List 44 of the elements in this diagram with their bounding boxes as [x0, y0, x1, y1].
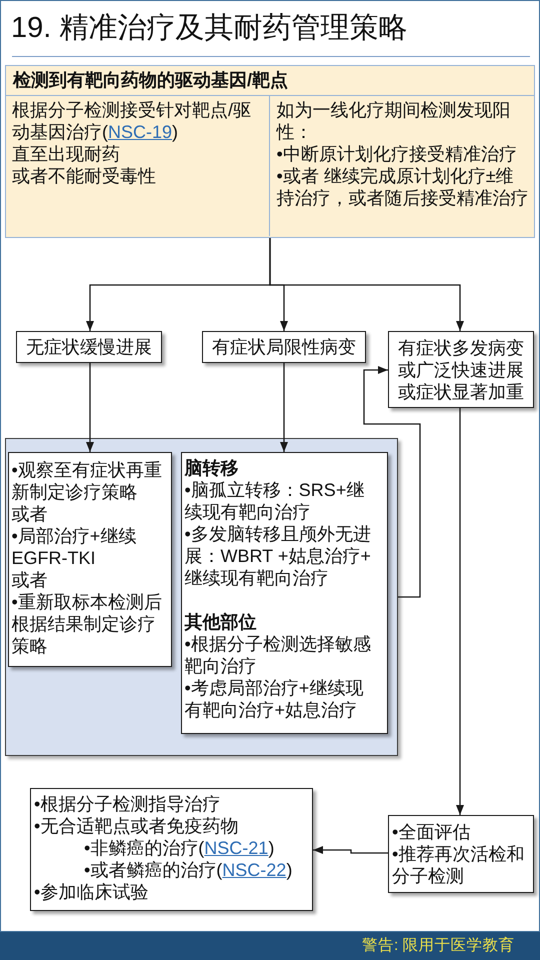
process-box: 有症状多发病变或广泛快速进展或症状显著加重	[388, 331, 534, 408]
body-text: 根据分子检测接受针对靶点/驱动基因治疗(NSC-19)	[12, 99, 252, 143]
arrow	[269, 238, 464, 331]
body-text: •观察至有症状再重新制定诊疗策略	[12, 458, 163, 502]
link: NSC-22	[222, 860, 286, 880]
body-text: •非鳞癌的治疗(NSC-21)	[83, 837, 276, 859]
body-text: 或者不能耐受毒性	[12, 165, 157, 187]
arrow	[313, 846, 388, 854]
link: NSC-19	[108, 122, 172, 142]
body-text: 或者	[12, 502, 48, 524]
body-text: 或者	[12, 568, 48, 590]
body-text: •无合适靶点或者免疫药物	[34, 815, 240, 837]
body-text: •根据分子检测选择敏感靶向治疗	[184, 632, 372, 676]
body-text: •全面评估	[392, 821, 472, 843]
shaded-panel	[5, 438, 398, 756]
section-heading: 其他部位	[184, 610, 258, 632]
body-text: •考虑局部治疗+继续现有靶向治疗+姑息治疗	[184, 676, 364, 720]
body-text: •局部治疗+继续EGFR-TKI	[12, 524, 138, 568]
body-text: •脑孤立转移：SRS+继续现有靶向治疗	[184, 478, 366, 522]
body-text: •参加临床试验	[34, 881, 150, 903]
body-text: •或者鳞癌的治疗(NSC-22)	[83, 859, 294, 881]
warning-text: 警告: 限用于医学教育	[362, 936, 515, 956]
process-box	[180, 452, 388, 734]
process-box	[8, 452, 172, 666]
body-text: 如为一线化疗期间检测发现阳性：	[276, 99, 512, 143]
body-text: •或者 继续完成原计划化疗±维持治疗，或者随后接受精准治疗	[276, 165, 529, 209]
process-box	[388, 815, 534, 893]
process-box: 无症状缓慢进展	[16, 331, 162, 363]
arrow	[363, 366, 421, 598]
process-box: 有症状局限性病变	[202, 331, 366, 363]
page-title: 19. 精准治疗及其耐药管理策略	[11, 11, 408, 46]
table-box	[5, 65, 535, 238]
body-text: •中断原计划化疗接受精准治疗	[276, 143, 518, 165]
body-text: •推荐再次活检和分子检测	[392, 843, 526, 887]
link: NSC-21	[204, 838, 268, 858]
section-heading: 脑转移	[184, 456, 240, 478]
body-text: 直至出现耐药	[12, 143, 121, 165]
body-text: •多发脑转移且颅外无进展：WBRT +姑息治疗+继续现有靶向治疗	[184, 522, 372, 588]
process-box	[30, 788, 313, 911]
arrow	[86, 363, 94, 452]
arrow	[456, 408, 464, 815]
body-text: •根据分子检测指导治疗	[34, 793, 222, 815]
arrow	[280, 363, 288, 452]
body-text: •重新取标本检测后根据结果制定诊疗策略	[12, 590, 163, 656]
